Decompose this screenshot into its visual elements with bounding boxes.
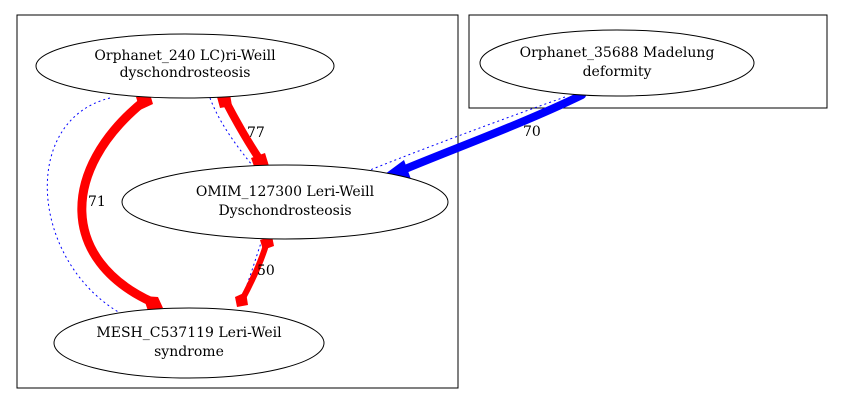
edge-label-70: 70 — [523, 124, 541, 140]
node-orphanet-240-line1: Orphanet_240 LC)ri-Weill — [94, 48, 276, 64]
dotted-edge-35688-omim — [369, 96, 566, 171]
node-mesh-c537119-line2: syndrome — [154, 344, 224, 360]
edge-label-50: 50 — [257, 263, 275, 279]
edge-240-omim — [221, 96, 264, 164]
node-omim-127300[interactable]: OMIM_127300 Leri-Weill Dyschondrosteosis — [121, 164, 449, 240]
edge-omim-mesh-tail — [260, 236, 274, 250]
edge-35688-omim — [394, 91, 586, 176]
node-orphanet-35688[interactable]: Orphanet_35688 Madelung deformity — [479, 29, 755, 97]
node-orphanet-240[interactable]: Orphanet_240 LC)ri-Weill dyschondrosteos… — [35, 33, 335, 99]
node-omim-127300-line1: OMIM_127300 Leri-Weill — [196, 184, 375, 200]
edge-240-mesh-tail — [136, 94, 153, 110]
node-omim-127300-line2: Dyschondrosteosis — [218, 203, 351, 219]
cluster-right — [468, 14, 828, 109]
edge-label-71: 71 — [88, 194, 106, 210]
edge-label-77: 77 — [247, 125, 265, 141]
node-orphanet-240-line2: dyschondrosteosis — [120, 65, 251, 81]
node-mesh-c537119[interactable]: MESH_C537119 Leri-Weil syndrome — [53, 307, 325, 379]
edge-240-mesh-head — [143, 296, 163, 311]
edge-omim-mesh-head — [235, 292, 248, 307]
node-orphanet-35688-line2: deformity — [583, 64, 652, 80]
node-mesh-c537119-line1: MESH_C537119 Leri-Weil — [96, 325, 282, 341]
node-orphanet-35688-line1: Orphanet_35688 Madelung — [520, 45, 715, 61]
cluster-left — [16, 14, 459, 389]
edge-240-mesh — [77, 97, 157, 307]
